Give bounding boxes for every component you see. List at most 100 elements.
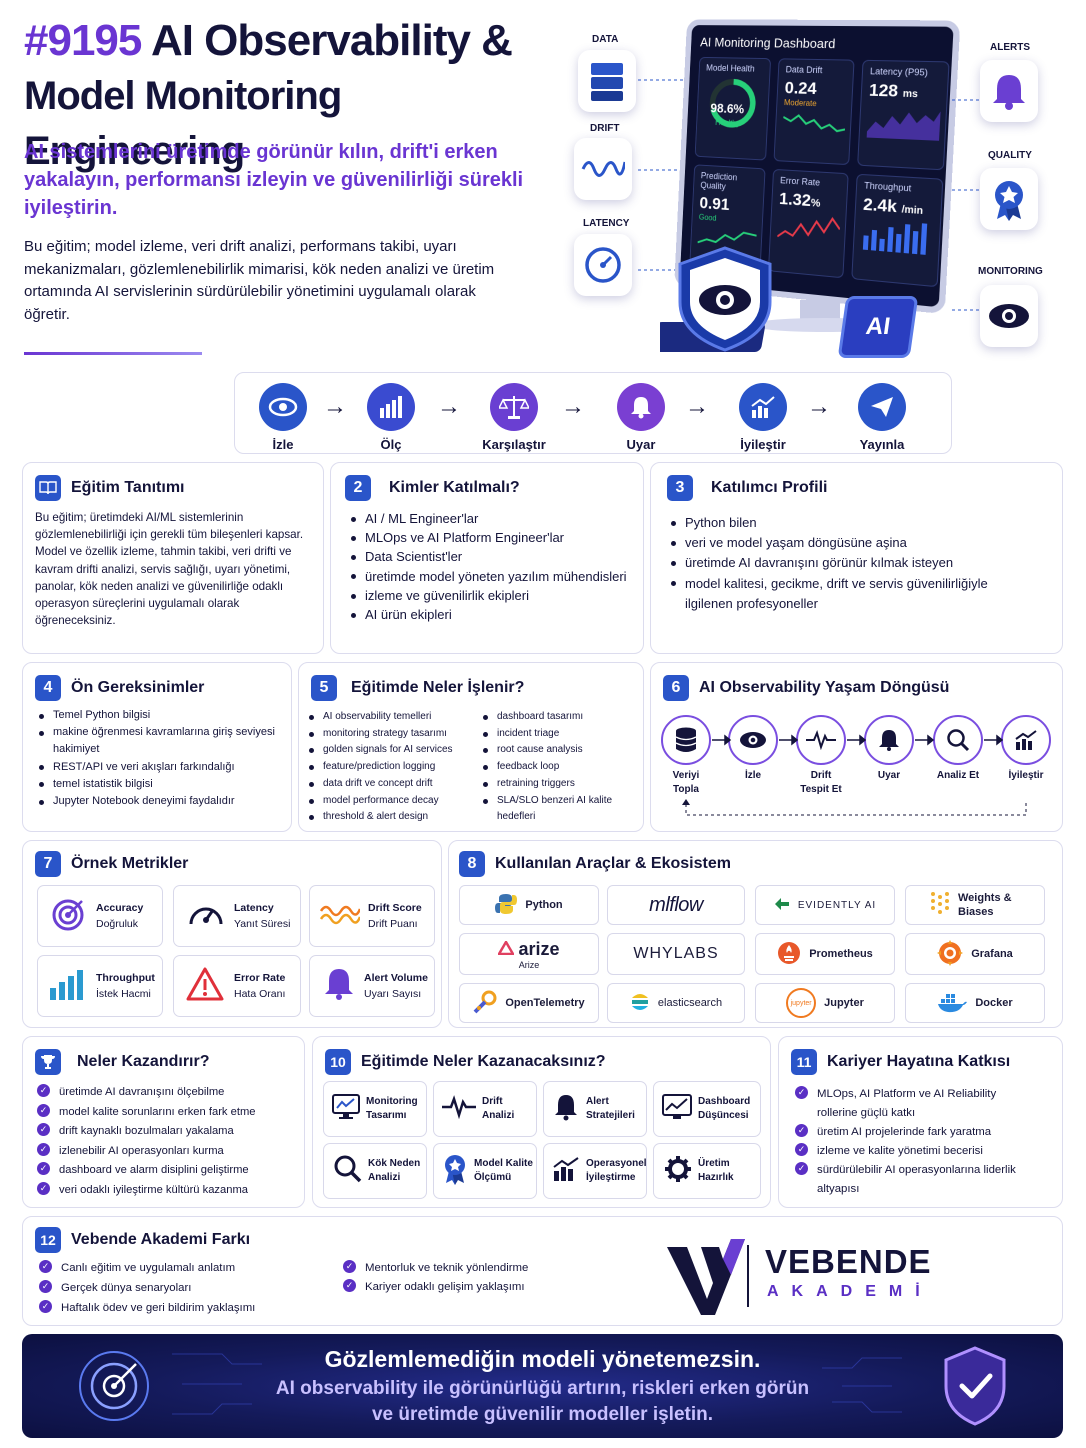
scale-icon [490,383,538,431]
list-item: temel istatistik bilgisi [37,776,283,793]
list-item: feature/prediction logging [307,759,483,776]
section-number: 6 [663,675,689,701]
list-item: veri odaklı iyileştirme kültürü kazanma [37,1181,302,1201]
section-title: Kimler Katılmalı? [389,479,520,496]
tool-grafana: Grafana [905,933,1045,975]
list-item: Jupyter Notebook deneyimi faydalıdır [37,793,283,810]
list-item: üretimde AI davranışını ölçebilme [37,1083,302,1103]
magnifier-icon [334,1155,362,1188]
section-number: 4 [35,675,61,701]
list-item: Data Scientist'ler [349,547,629,566]
section-title: Eğitim Tanıtımı [71,479,185,496]
speedometer-icon [188,898,224,935]
list-item: Gerçek dünya senaryoları [39,1279,329,1299]
section-title: Eğitimde Neler Kazanacaksınız? [361,1053,606,1070]
flow-step-uyar: Uyar [586,383,696,452]
eye-icon [728,715,778,765]
prometheus-icon [777,941,801,968]
list-item: izleme ve kalite yönetimi becerisi [795,1142,1035,1161]
brand-sub: AKADEMİ [767,1283,933,1300]
section-title: Vebende Akademi Farkı [71,1231,251,1248]
section-title: Kariyer Hayatına Katkısı [827,1053,1011,1070]
list-item: feedback loop [481,759,631,776]
list-item: model performance decay [307,793,483,810]
grafana-icon [937,939,964,969]
section-number: 7 [35,851,61,877]
list-item: Canlı eğitim ve uygulamalı anlatım [39,1259,329,1279]
diff-list-1: Canlı eğitim ve uygulamalı anlatım Gerçe… [39,1259,329,1318]
arrow-icon: → [807,393,831,420]
benefits-list: üretimde AI davranışını ölçebilme model … [37,1083,302,1201]
course-number: #9195 [24,16,142,65]
arrow-icon: → [437,393,461,420]
footer-banner: Gözlemlemediğin modeli yönetemezsin. AI … [22,1334,1063,1438]
section-on-gereksinimler: 4 Ön Gereksinimler Temel Python bilgisi … [22,662,292,832]
elasticsearch-icon [630,992,650,1015]
title-line1: AI Observability & [150,16,513,65]
section-vebende-farki: 12 Vebende Akademi Farkı Canlı eğitim ve… [22,1216,1063,1326]
section-number: 10 [325,1049,351,1075]
list-item: dashboard tasarımı [481,709,631,726]
wave-icon [574,138,632,200]
pulse-icon [796,715,846,765]
vebende-logo: VEBENDE AKADEMİ [667,1239,947,1315]
arrow-icon: → [561,393,585,420]
list-item: AI observability temelleri [307,709,483,726]
tool-arize: arize Arize [459,933,599,975]
side-label-monitoring: MONITORING [978,266,1043,277]
dashboard-title: AI Monitoring Dashboard [699,34,836,52]
list-item: drift kaynaklı bozulmaları yakalama [37,1122,302,1142]
list-item: model kalitesi, gecikme, drift ve servis… [669,574,1029,614]
growth-chart-icon [739,383,787,431]
tool-opentelemetry: OpenTelemetry [459,983,599,1023]
shield-eye-icon [651,242,790,372]
wave-icon [319,901,362,932]
list-item: sürdürülebilir AI operasyonlarına liderl… [795,1161,1035,1199]
section-number: 5 [311,675,337,701]
tool-evidently: EVIDENTLY AI [755,885,895,925]
footer-line2: AI observability ile görünürlüğü artırın… [275,1378,810,1399]
topics-list-1: AI observability temelleri monitoring st… [307,709,483,826]
list-item: Python bilen [669,513,1029,533]
lifecycle-step: İzle [718,715,788,783]
list-item: izleme ve güvenilirlik ekipleri [349,586,629,605]
section-text: Bu eğitim; üretimdeki AI/ML sistemlerini… [35,511,304,628]
lifecycle-step: Drift Tespit Et [786,715,856,796]
section-araclar: 8 Kullanılan Araçlar & Ekosistem Python … [448,840,1063,1028]
section-title: AI Observability Yaşam Döngüsü [699,679,950,696]
growth-chart-icon [1001,715,1051,765]
flow-step-olc: Ölç [336,383,446,452]
page-title: #9195 AI Observability & Model Monitorin… [24,14,564,178]
list-item: root cause analysis [481,742,631,759]
list-item: üretimde model yöneten yazılım mühendisl… [349,567,629,586]
bell-icon [617,383,665,431]
section-title: Neler Kazandırır? [77,1053,210,1070]
tool-wandb: Weights & Biases [905,885,1045,925]
diff-list-2: Mentorluk ve teknik yönlendirme Kariyer … [343,1259,603,1297]
arize-icon [497,939,516,958]
monitor-icon [332,1093,360,1125]
section-number: 2 [345,475,371,501]
flow-step-karsilastir: Karşılaştır [459,383,569,452]
section-egitimde-neler-islenir: 5 Eğitimde Neler İşlenir? AI observabili… [298,662,644,832]
database-icon [578,50,636,112]
list-item: izlenebilir AI operasyonları kurma [37,1142,302,1162]
pulse-icon [442,1094,476,1124]
brand-name: VEBENDE [765,1243,932,1280]
footer-headline: Gözlemlemediğin modeli yönetemezsin. [324,1346,761,1372]
section-title: Ön Gereksinimler [71,679,205,696]
tool-elasticsearch: elasticsearch [607,983,745,1023]
list-item: makine öğrenmesi kavramlarına giriş sevi… [37,724,283,758]
section-neler-kazandirir: Neler Kazandırır? üretimde AI davranışın… [22,1036,305,1208]
bell-icon [864,715,914,765]
lifecycle-step: Uyar [854,715,924,783]
list-item: threshold & alert design [307,809,483,826]
flow-step-iyilestir: İyileştir [708,383,818,452]
list-item: retraining triggers [481,776,631,793]
badge-icon [442,1153,468,1190]
